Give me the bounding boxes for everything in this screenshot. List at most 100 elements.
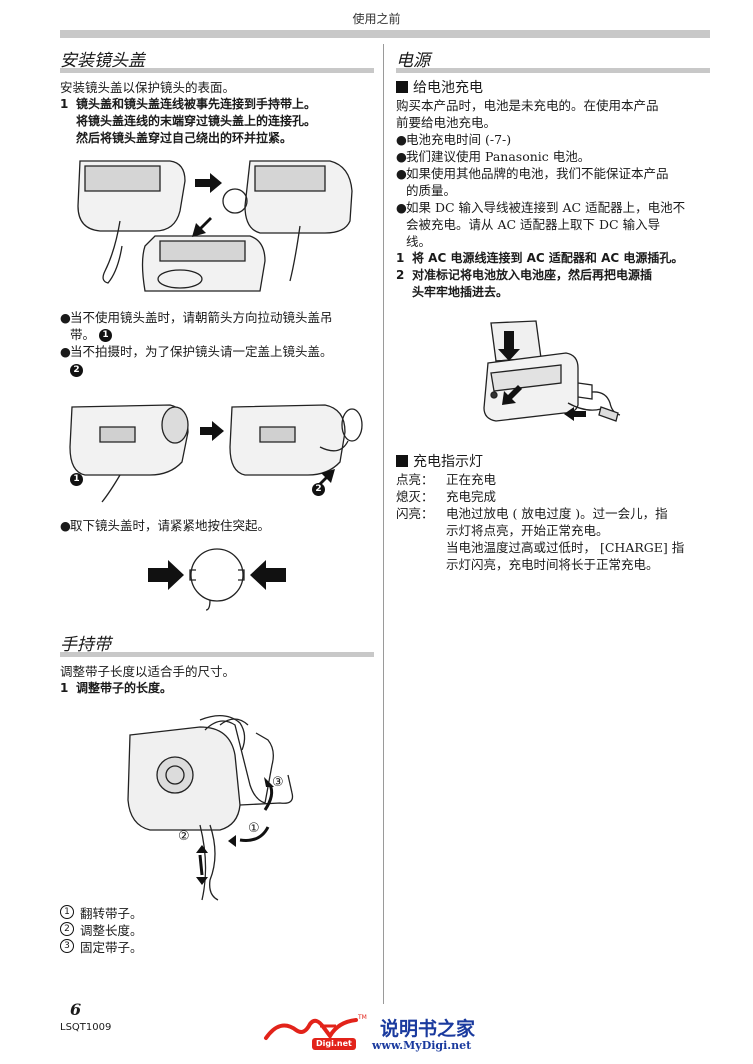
grip-belt-list: 1 翻转带子。 2 调整长度。 3 固定带子。 [60,905,374,956]
indicator-key: 点亮： [396,472,434,487]
bullet-dot: ● [396,149,407,164]
section-title-grip-belt: 手持带 [60,635,111,655]
bullet-line: 线。 [406,234,432,249]
lens-cap-step-1: 1 镜头盖和镜头盖连线被事先连接到手持带上。 将镜头盖连线的末端穿过镜头盖上的连… [60,96,374,147]
bullet-line: 电池充电时间 (-7-) [406,132,512,147]
item-number: 3 [60,939,74,953]
list-item: 1 翻转带子。 [60,905,374,922]
step-line: 调整带子的长度。 [76,681,173,695]
marker-circle: 1 [99,329,112,342]
logo-badge-text: Digi.net [316,1039,352,1048]
bullet-line: 带。 [70,327,96,342]
step-line: 将 AC 电源线连接到 AC 适配器和 AC 电源插孔。 [412,251,684,265]
column-divider [383,44,384,1004]
power-bullet: ●电池充电时间 (-7-) [396,131,710,148]
mydigi-logo-graphic [264,1018,358,1050]
power-bullet: ●如果使用其他品牌的电池，我们不能保证本产品的质量。 [396,165,710,199]
logo-chinese-text: 说明书之家 [380,1018,476,1040]
item-text: 翻转带子。 [80,906,143,921]
step-line: 对准标记将电池放入电池座，然后再把电源插 [412,268,653,282]
indicator-key: 熄灭： [396,489,434,504]
section-bar [396,68,710,73]
lens-cap-bullet-3: ● 取下镜头盖时，请紧紧地按住突起。 [60,517,374,534]
power-step-2: 2 对准标记将电池放入电池座，然后再把电源插头牢牢地插进去。 [396,267,710,301]
bullet-dot: ● [60,518,71,533]
grip-belt-illustration-wrap: ③ ② ① [60,705,374,905]
step-line: 镜头盖和镜头盖连线被事先连接到手持带上。 [76,97,317,111]
indicator-more-line: 示灯闪亮，充电时间将长于正常充电。 [446,557,659,572]
lens-cap-bullet-1: ● 当不使用镜头盖时，请朝箭头方向拉动镜头盖吊 带。 1 [60,309,374,343]
figure-marker-2: 2 [312,483,325,496]
indicator-more-line: 当电池温度过高或过低时， [CHARGE] 指 [446,540,685,555]
lens-cap-bullet-2: ● 当不拍摄时，为了保护镜头请一定盖上镜头盖。 [60,343,374,360]
bullet-line: 会被充电。请从 AC 适配器上取下 DC 输入导 [406,217,661,232]
step-line: 将镜头盖连线的末端穿过镜头盖上的连接孔。 [76,114,317,128]
item-number: 1 [60,905,74,919]
bullet-dot: ● [396,132,407,147]
bullet-line: 如果 DC 输入导线被连接到 AC 适配器上，电池不 [406,200,686,215]
indicator-value: 正在充电 [446,472,497,487]
right-column: 电源 给电池充电 购买本产品时，电池是未充电的。在使用本产品 前要给电池充电。 … [396,44,710,573]
page-header: 使用之前 [352,12,401,26]
grip-belt-intro: 调整带子长度以适合手的尺寸。 [60,664,236,679]
section-bar [60,68,374,73]
grip-belt-step-1: 1 调整带子的长度。 [60,680,374,697]
item-number: 2 [60,922,74,936]
marker-circle: 2 [70,364,83,377]
left-column: 安装镜头盖 安装镜头盖以保护镜头的表面。 1 镜头盖和镜头盖连线被事先连接到手持… [60,44,374,956]
indicator-row: 点亮： 正在充电 [396,471,710,488]
section-title-lens-cap: 安装镜头盖 [60,51,145,71]
bullet-line: 取下镜头盖时，请紧紧地按住突起。 [70,518,271,533]
indicator-row: 闪亮： 电池过放电 ( 放电过度 )。过一会儿，指 [396,505,710,522]
lens-cap-attach-illustration [77,160,353,292]
document-code: LSQT1009 [60,1022,112,1033]
lens-cap-press-illustration [148,548,286,611]
battery-charger-illustration [483,320,621,422]
square-marker-icon [396,81,408,93]
lens-cap-intro: 安装镜头盖以保护镜头的表面。 [60,80,236,95]
step-number: 1 [60,681,69,695]
bullet-dot: ● [396,166,407,181]
list-item: 2 调整长度。 [60,922,374,939]
step-number: 2 [396,268,405,282]
bullet-line: 当不拍摄时，为了保护镜头请一定盖上镜头盖。 [70,344,333,359]
section-title-power: 电源 [396,51,430,71]
bullet-dot: ● [60,344,71,359]
charge-heading: 给电池充电 [396,79,710,97]
bullet-dot: ● [396,200,407,215]
step-line: 然后将镜头盖穿过自己绕出的环并拉紧。 [76,131,293,145]
indicator-value: 电池过放电 ( 放电过度 )。过一会儿，指 [446,506,668,521]
bullet-line: 的质量。 [406,183,457,198]
item-text: 调整长度。 [80,923,143,938]
indicator-key: 闪亮： [396,506,434,521]
charge-intro-line: 购买本产品时，电池是未充电的。在使用本产品 [396,98,659,113]
indicator-value: 充电完成 [446,489,497,504]
indicator-row: 熄灭： 充电完成 [396,488,710,505]
indicator-heading: 充电指示灯 [396,453,710,471]
site-logo: TM Digi.net 说明书之家 www.MyDigi.net [260,1012,500,1056]
logo-trademark: TM [358,1014,367,1021]
figure-marker-1: 1 [70,473,83,486]
square-marker-icon [396,455,408,467]
charge-heading-text: 给电池充电 [413,80,483,96]
figure-label-2: ② [178,829,190,844]
page-number: 6 [70,1000,82,1019]
bullet-line: 当不使用镜头盖时，请朝箭头方向拉动镜头盖吊 [70,310,333,325]
figure-label-1: ① [248,821,260,836]
power-bullet: ●我们建议使用 Panasonic 电池。 [396,148,710,165]
indicator-more-line: 示灯将点亮，开始正常充电。 [446,523,609,538]
bullet-line: 我们建议使用 Panasonic 电池。 [406,149,591,164]
step-line: 头牢牢地插进去。 [412,285,509,299]
section-bar [60,652,374,657]
figure-label-3: ③ [272,775,284,790]
bullet-line: 如果使用其他品牌的电池，我们不能保证本产品 [406,166,669,181]
header-bar [60,30,710,38]
logo-url-text: www.MyDigi.net [372,1039,472,1052]
bullet-dot: ● [60,310,71,325]
lens-cap-usage-illustration [69,404,363,503]
step-number: 1 [60,97,69,111]
power-bullet: ●如果 DC 输入导线被连接到 AC 适配器上，电池不会被充电。请从 AC 适配… [396,199,710,250]
list-item: 3 固定带子。 [60,939,374,956]
item-text: 固定带子。 [80,940,143,955]
